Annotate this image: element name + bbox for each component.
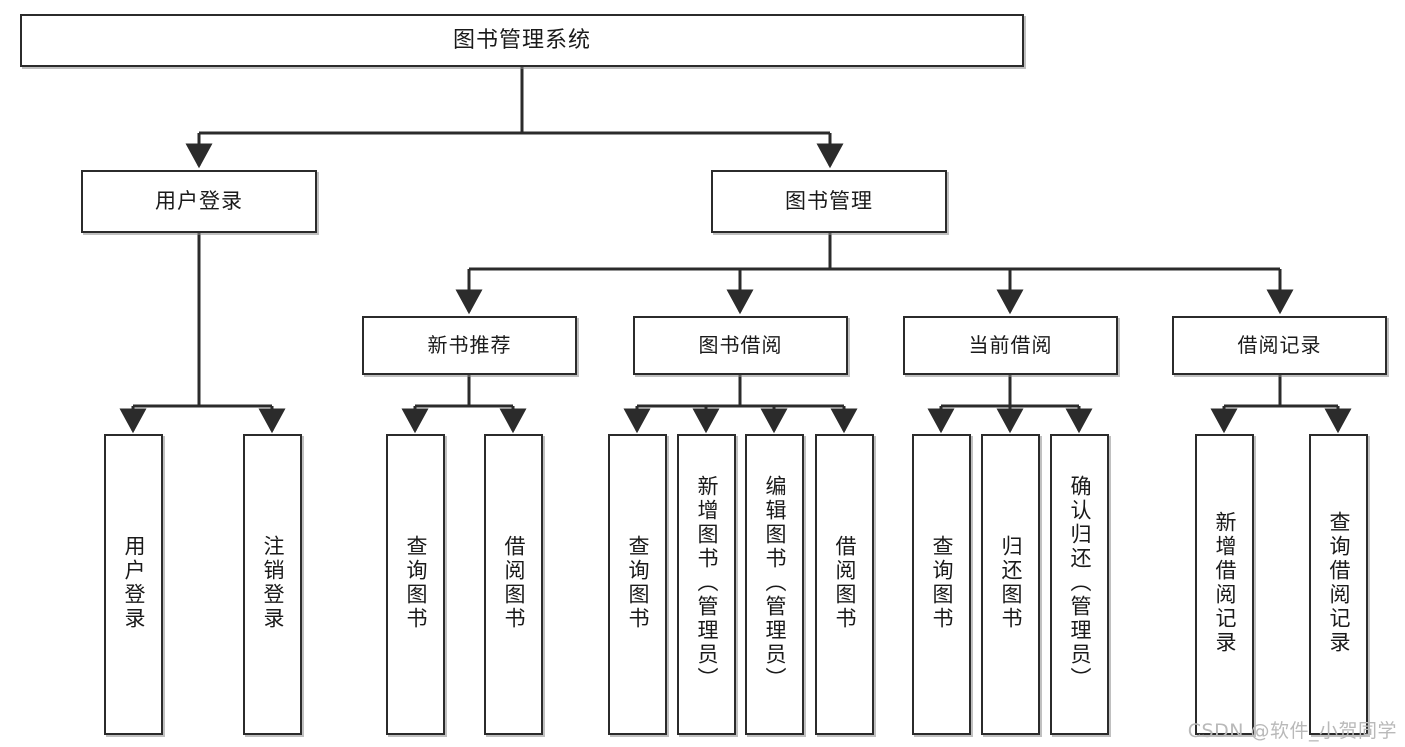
node-leaf-7-label: 编辑图书（管理员） xyxy=(763,474,787,691)
node-leaf-11-label: 确认归还（管理员） xyxy=(1068,474,1092,691)
node-leaf-9-label: 查询图书 xyxy=(930,534,954,631)
node-root-label: 图书管理系统 xyxy=(452,27,591,53)
node-leaf-3-label: 查询图书 xyxy=(404,534,428,631)
node-leaf-2[interactable]: 注销登录 xyxy=(243,434,302,735)
node-leaf-6[interactable]: 新增图书（管理员） xyxy=(677,434,736,735)
node-borrow-record[interactable]: 借阅记录 xyxy=(1172,316,1387,375)
node-leaf-7[interactable]: 编辑图书（管理员） xyxy=(745,434,804,735)
node-leaf-1[interactable]: 用户登录 xyxy=(104,434,163,735)
node-leaf-6-label: 新增图书（管理员） xyxy=(695,474,719,691)
node-user-login[interactable]: 用户登录 xyxy=(81,170,317,233)
node-leaf-9[interactable]: 查询图书 xyxy=(912,434,971,735)
node-current-borrow-label: 当前借阅 xyxy=(968,333,1053,357)
node-current-borrow[interactable]: 当前借阅 xyxy=(903,316,1118,375)
node-book-borrow-label: 图书借阅 xyxy=(698,333,783,357)
node-leaf-4-label: 借阅图书 xyxy=(502,534,526,631)
node-leaf-5[interactable]: 查询图书 xyxy=(608,434,667,735)
node-leaf-11[interactable]: 确认归还（管理员） xyxy=(1050,434,1109,735)
node-new-book-rec-label: 新书推荐 xyxy=(427,333,512,357)
node-book-borrow[interactable]: 图书借阅 xyxy=(633,316,848,375)
node-leaf-13-label: 查询借阅记录 xyxy=(1327,510,1351,655)
node-user-login-label: 用户登录 xyxy=(155,189,243,214)
node-leaf-8[interactable]: 借阅图书 xyxy=(815,434,874,735)
node-leaf-4[interactable]: 借阅图书 xyxy=(484,434,543,735)
node-borrow-record-label: 借阅记录 xyxy=(1237,333,1322,357)
node-leaf-12-label: 新增借阅记录 xyxy=(1213,510,1237,655)
node-leaf-13[interactable]: 查询借阅记录 xyxy=(1309,434,1368,735)
node-leaf-1-label: 用户登录 xyxy=(122,534,146,631)
csdn-watermark: CSDN @软件_小贺同学 xyxy=(1187,720,1397,742)
node-root[interactable]: 图书管理系统 xyxy=(20,14,1024,67)
node-leaf-10[interactable]: 归还图书 xyxy=(981,434,1040,735)
node-leaf-5-label: 查询图书 xyxy=(626,534,650,631)
node-new-book-rec[interactable]: 新书推荐 xyxy=(362,316,577,375)
node-leaf-10-label: 归还图书 xyxy=(999,534,1023,631)
node-leaf-8-label: 借阅图书 xyxy=(833,534,857,631)
node-leaf-12[interactable]: 新增借阅记录 xyxy=(1195,434,1254,735)
node-book-manage[interactable]: 图书管理 xyxy=(711,170,947,233)
node-leaf-2-label: 注销登录 xyxy=(261,534,285,631)
node-leaf-3[interactable]: 查询图书 xyxy=(386,434,445,735)
node-book-manage-label: 图书管理 xyxy=(785,189,873,214)
